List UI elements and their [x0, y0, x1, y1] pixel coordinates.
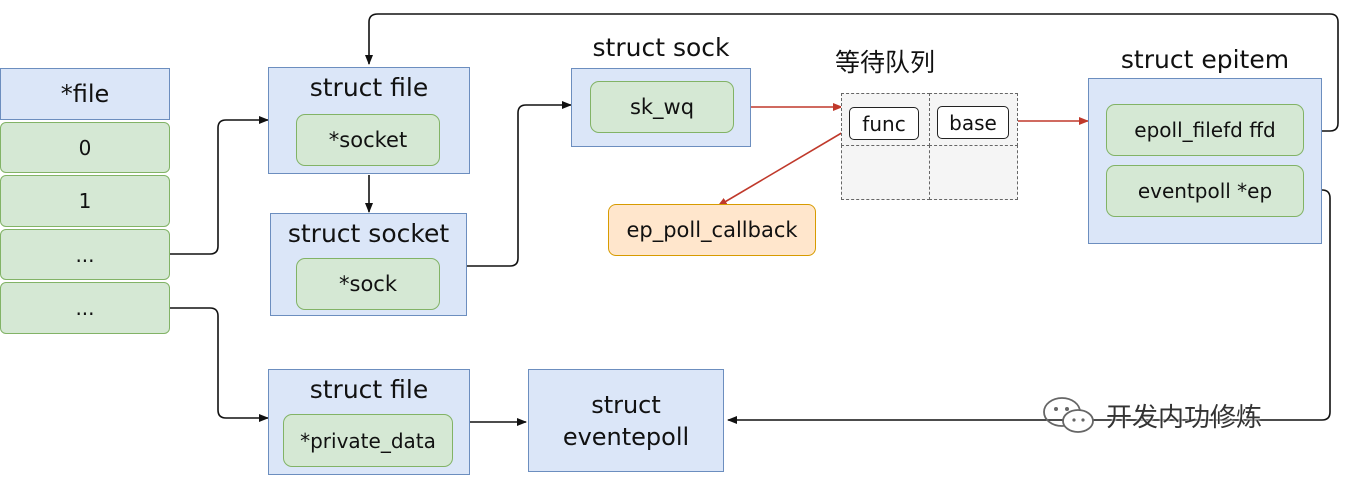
arrow-ep-to-eventpoll — [727, 189, 1331, 424]
arrow-fd-to-file — [170, 116, 269, 255]
wait-queue-title: 等待队列 — [834, 48, 935, 77]
struct-epitem — [1088, 78, 1322, 244]
private-data-field: *private_data — [283, 414, 453, 467]
wait-queue-cell — [929, 145, 1018, 200]
fd-table-header: *file — [0, 68, 170, 120]
fd-cell-1: 1 — [0, 175, 170, 227]
eventpoll-line1: struct — [591, 390, 661, 419]
struct-sock-title: struct sock — [592, 33, 730, 62]
eventpoll-ep-field: eventpoll *ep — [1106, 165, 1304, 217]
eventpoll-line2: eventepoll — [562, 422, 690, 451]
struct-eventpoll: struct eventepoll — [528, 369, 724, 472]
socket-field: *socket — [296, 114, 440, 166]
sock-field: *sock — [296, 258, 440, 310]
epoll-filefd-field: epoll_filefd ffd — [1106, 104, 1304, 156]
struct-epitem-title: struct epitem — [1120, 45, 1290, 74]
arrow-socket-to-sock — [467, 101, 572, 267]
fd-cell-2: ... — [0, 229, 170, 280]
wechat-icon — [1043, 397, 1094, 433]
watermark-text: 开发内功修炼 — [1106, 402, 1263, 433]
wait-queue-cell — [841, 145, 930, 200]
struct-socket-title: struct socket — [287, 219, 450, 248]
struct-file-top-title: struct file — [309, 73, 429, 102]
sk-wq-field: sk_wq — [590, 81, 734, 133]
func-box: func — [849, 107, 919, 140]
struct-file-bottom-title: struct file — [309, 375, 429, 404]
arrow-func-to-callback — [717, 127, 851, 207]
fd-cell-3: ... — [0, 282, 170, 334]
fd-cell-0: 0 — [0, 122, 170, 173]
arrow-fd-to-file-bottom — [170, 307, 269, 422]
watermark: 开发内功修炼 — [1040, 395, 1262, 435]
base-box: base — [937, 106, 1009, 139]
arrow-ffd-to-file — [365, 13, 1339, 132]
ep-poll-callback: ep_poll_callback — [608, 204, 816, 256]
